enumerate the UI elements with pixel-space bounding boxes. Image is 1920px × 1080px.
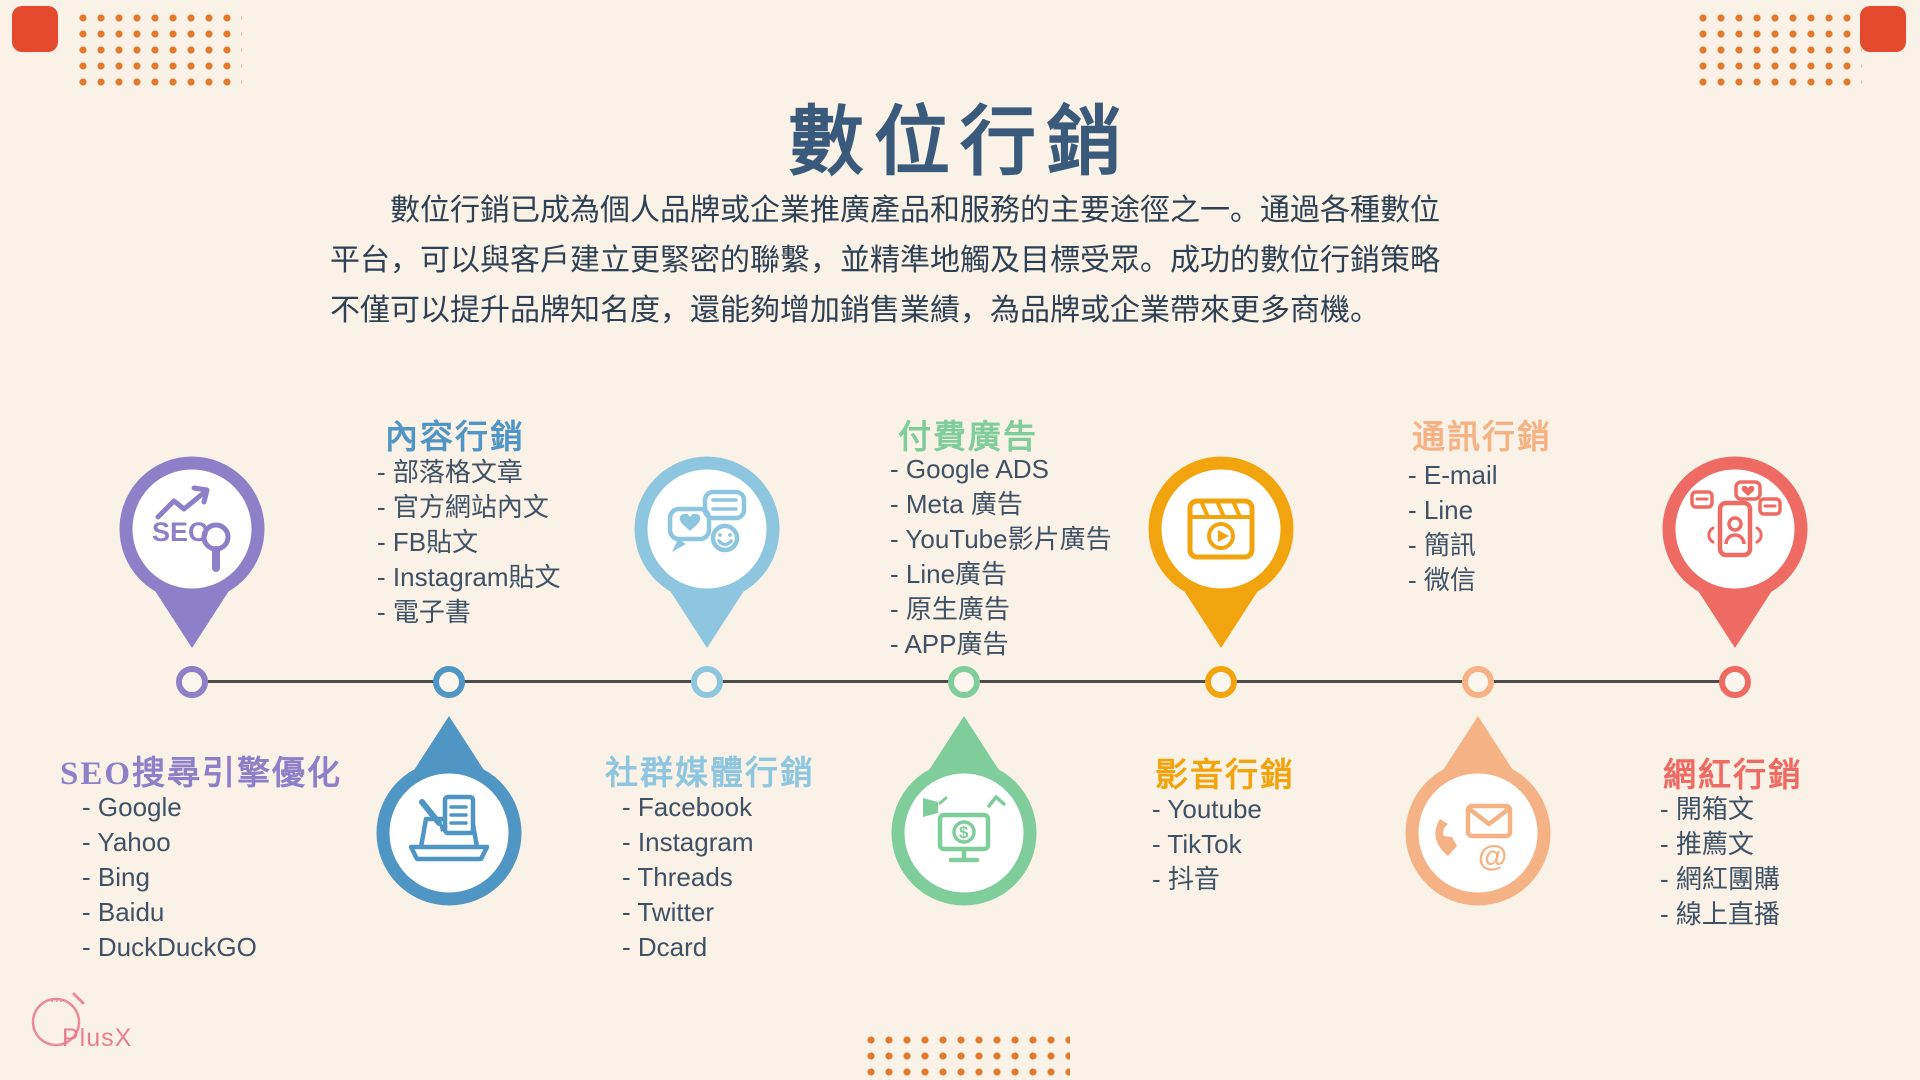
list-item: - Google (82, 792, 182, 822)
intro-line-3: 不僅可以提升品牌知名度，還能夠增加銷售業績，為品牌或企業帶來更多商機。 (330, 294, 1380, 327)
influencer-phone-icon (1662, 456, 1808, 648)
list-item: - Baidu (82, 897, 165, 927)
list-item: - Line (1408, 495, 1474, 525)
list-item: - 微信 (1408, 565, 1476, 595)
pencil-icon (72, 992, 85, 1005)
timeline-node-social (691, 666, 723, 698)
pin-marker-social (622, 444, 792, 656)
pin-marker-paid: $ (879, 706, 1049, 918)
pin-marker-content (364, 706, 534, 918)
category-list-seo: - Google - Yahoo - Bing - Baidu - DuckDuckGO (82, 790, 257, 965)
dot-grid-bottom (862, 1032, 1070, 1080)
list-item: - 線上直播 (1660, 899, 1780, 929)
timeline-node-seo (176, 666, 208, 698)
list-item: - DuckDuckGO (82, 932, 257, 962)
timeline-node-influencer (1719, 666, 1751, 698)
dot-grid-topleft (74, 10, 242, 88)
seo-magnifier-icon: SEO (119, 456, 265, 648)
list-item: - FB貼文 (377, 527, 479, 557)
category-list-influencer: - 開箱文 - 推薦文 - 網紅團購 - 線上直播 (1660, 792, 1780, 932)
list-item: - Facebook (622, 792, 753, 822)
logo-dots: ... (50, 989, 63, 1006)
list-item: - Google ADS (890, 454, 1049, 484)
intro-line-2: 平台，可以與客戶建立更緊密的聯繫，並精準地觸及目標受眾。成功的數位行銷策略 (330, 244, 1440, 277)
category-list-messaging: - E-mail - Line - 簡訊 - 微信 (1408, 458, 1498, 598)
category-title-influencer: 網紅行銷 (1663, 758, 1803, 794)
corner-square-topright (1860, 6, 1906, 52)
category-list-content: - 部落格文章 - 官方網站內文 - FB貼文 - Instagram貼文 - 電子書 (377, 455, 561, 630)
clapperboard-icon (1148, 456, 1294, 648)
timeline-node-messaging (1462, 666, 1494, 698)
plusx-logo-swirl-icon: ... (31, 989, 85, 1047)
list-item: - Yahoo (82, 827, 171, 857)
pin-marker-messaging: @ (1393, 706, 1563, 918)
chat-bubbles-icon (634, 456, 780, 648)
list-item: - Threads (622, 862, 733, 892)
intro-paragraph: 數位行銷已成為個人品牌或企業推廣產品和服務的主要途徑之一。通過各種數位 平台，可… (330, 186, 1440, 336)
list-item: - Youtube (1152, 794, 1262, 824)
phone-mail-icon: @ (1405, 716, 1551, 906)
plusx-logo: ... PlusX (26, 984, 196, 1074)
category-title-messaging: 通訊行銷 (1412, 420, 1552, 456)
intro-line-1: 數位行銷已成為個人品牌或企業推廣產品和服務的主要途徑之一。通過各種數位 (390, 194, 1440, 227)
logo-text: PlusX (62, 1024, 133, 1052)
list-item: - Instagram貼文 (377, 562, 561, 592)
svg-text:@: @ (1478, 840, 1507, 873)
list-item: - Meta 廣告 (890, 489, 1023, 519)
category-title-social: 社群媒體行銷 (605, 756, 815, 792)
category-title-seo: SEO搜尋引擎優化 (60, 756, 343, 792)
category-title-content: 內容行銷 (385, 420, 525, 456)
list-item: - 網紅團購 (1660, 864, 1780, 894)
pin-marker-seo: SEO (107, 444, 277, 656)
timeline-node-content (433, 666, 465, 698)
list-item: - 部落格文章 (377, 457, 523, 487)
list-item: - 電子書 (377, 597, 471, 627)
laptop-writing-icon (376, 716, 522, 906)
timeline-node-paid (948, 666, 980, 698)
list-item: - E-mail (1408, 460, 1498, 490)
list-item: - Instagram (622, 827, 754, 857)
svg-text:SEO: SEO (152, 517, 209, 547)
pin-marker-video (1136, 444, 1306, 656)
list-item: - 簡訊 (1408, 530, 1476, 560)
list-item: - 官方網站內文 (377, 492, 549, 522)
category-list-paid: - Google ADS - Meta 廣告 - YouTube影片廣告 - Line… (890, 452, 1112, 662)
pin-marker-influencer (1650, 444, 1820, 656)
list-item: - 原生廣告 (890, 594, 1010, 624)
list-item: - Bing (82, 862, 150, 892)
svg-text:$: $ (959, 823, 969, 842)
list-item: - TikTok (1152, 829, 1242, 859)
category-title-video: 影音行銷 (1155, 758, 1295, 794)
category-list-video: - Youtube - TikTok - 抖音 (1152, 792, 1262, 897)
ads-monitor-icon: $ (891, 716, 1037, 906)
list-item: - Dcard (622, 932, 708, 962)
list-item: - Line廣告 (890, 559, 1008, 589)
list-item: - 開箱文 (1660, 794, 1754, 824)
category-list-social: - Facebook - Instagram - Threads - Twitter -… (622, 790, 754, 965)
category-title-paid: 付費廣告 (898, 420, 1038, 456)
dot-grid-topright (1694, 10, 1862, 88)
list-item: - 抖音 (1152, 864, 1220, 894)
list-item: - Twitter (622, 897, 714, 927)
list-item: - YouTube影片廣告 (890, 524, 1112, 554)
list-item: - 推薦文 (1660, 829, 1754, 859)
timeline-node-video (1205, 666, 1237, 698)
corner-square-topleft (12, 6, 58, 52)
list-item: - APP廣告 (890, 629, 1009, 659)
page-title: 數位行銷 (788, 101, 1132, 185)
